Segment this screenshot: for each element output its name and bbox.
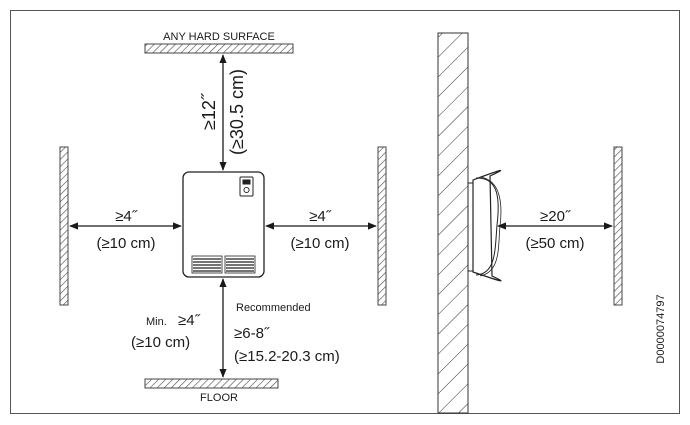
mounting-wall: [437, 32, 469, 414]
front-clearance-cm: (≥50 cm): [525, 235, 584, 252]
bottom-min-prefix: Min.: [146, 316, 167, 328]
heater-body: [182, 171, 265, 278]
floor-surface: [144, 378, 279, 389]
top-surface-label: ANY HARD SURFACE: [163, 31, 275, 43]
right-clearance-inches: ≥4˝: [309, 208, 332, 225]
front-view: ANY HARD SURFACE FLOOR: [59, 31, 387, 404]
bottom-recommended-heading: Recommended: [236, 302, 311, 314]
opposite-wall: [613, 146, 623, 306]
floor-label: FLOOR: [200, 392, 238, 404]
bottom-min-inches: ≥4˝: [178, 312, 201, 329]
heater-side-profile: [467, 169, 502, 282]
bottom-recommended-inches: ≥6-8˝: [234, 325, 270, 342]
left-clearance-inches: ≥4˝: [115, 208, 138, 225]
left-wall: [59, 146, 69, 306]
top-clearance-inches: ≥12˝: [199, 93, 219, 130]
right-clearance-cm: (≥10 cm): [290, 235, 349, 252]
heater-grille-right: [224, 255, 256, 274]
front-clearance-inches: ≥20˝: [540, 208, 571, 225]
heater-grille-left: [191, 255, 223, 274]
figure-frame: [10, 10, 680, 414]
right-wall: [377, 146, 387, 306]
figure-id: D0000074797: [655, 294, 667, 363]
left-clearance-cm: (≥10 cm): [96, 235, 155, 252]
heater-unit: [182, 171, 265, 278]
bottom-min-cm: (≥10 cm): [131, 334, 190, 351]
top-hard-surface: [144, 43, 294, 54]
top-clearance-cm: (≥30.5 cm): [227, 69, 247, 155]
bottom-recommended-cm: (≥15.2-20.3 cm): [234, 348, 340, 365]
side-view: ≥20˝ (≥50 cm): [437, 32, 623, 414]
